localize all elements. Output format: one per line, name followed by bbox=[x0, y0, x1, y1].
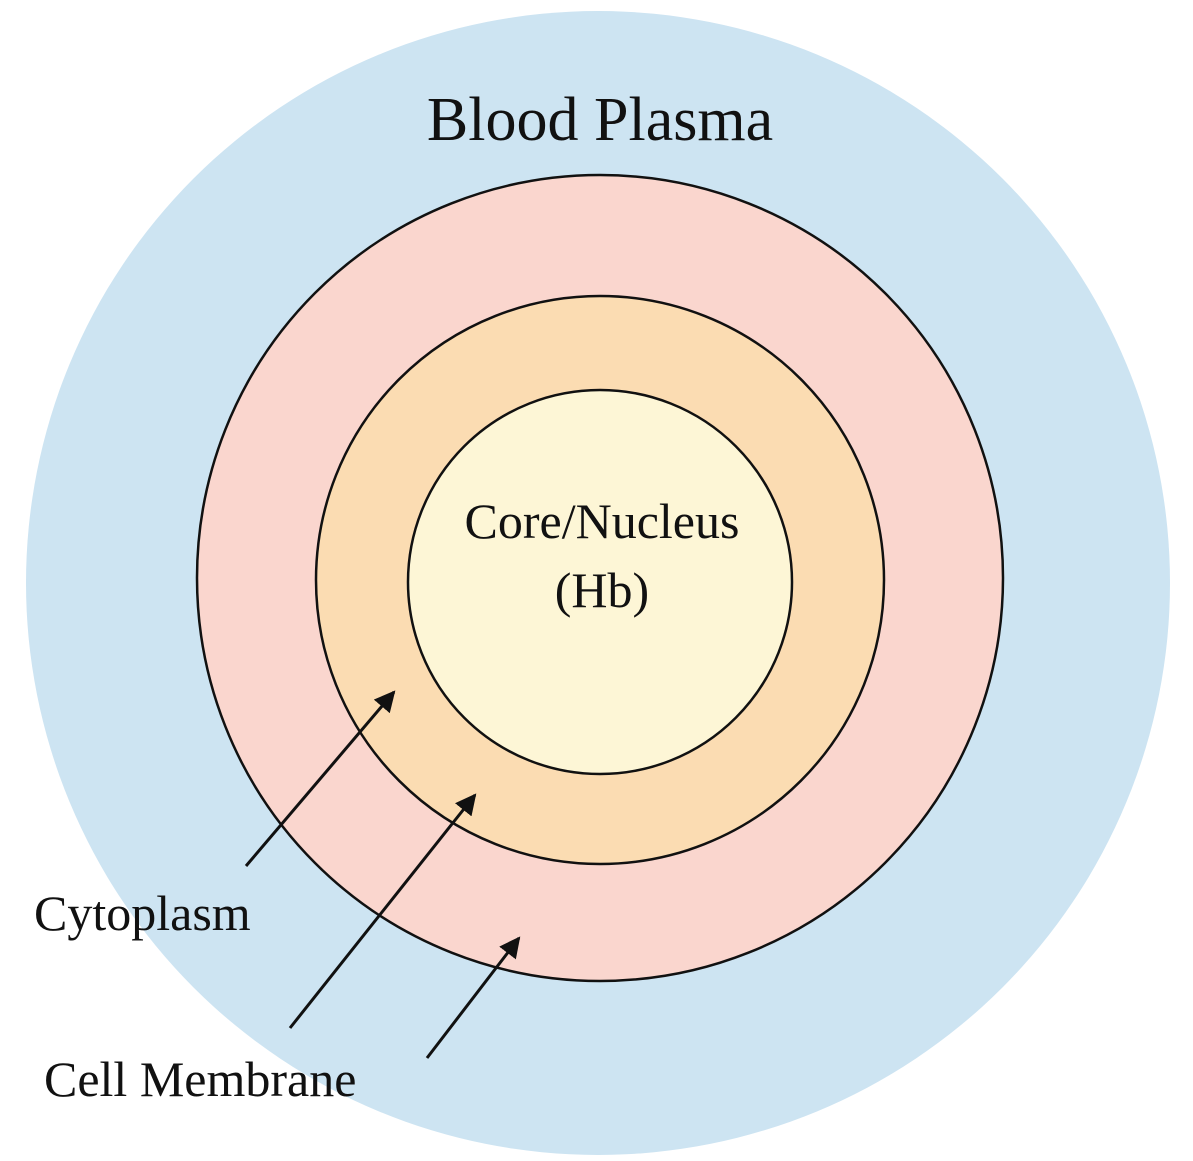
cell-membrane-label: Cell Membrane bbox=[44, 1051, 356, 1107]
core-hb-label: (Hb) bbox=[555, 562, 649, 618]
cytoplasm-label: Cytoplasm bbox=[34, 885, 251, 941]
core-nucleus-label: Core/Nucleus bbox=[465, 493, 740, 549]
cytoplasm-arrow bbox=[244, 690, 396, 867]
core-nucleus bbox=[406, 388, 794, 776]
cell-membrane-arrow-inner bbox=[288, 793, 477, 1029]
cell-membrane-arrow-outer bbox=[425, 936, 521, 1059]
blood-plasma-label: Blood Plasma bbox=[427, 86, 773, 154]
